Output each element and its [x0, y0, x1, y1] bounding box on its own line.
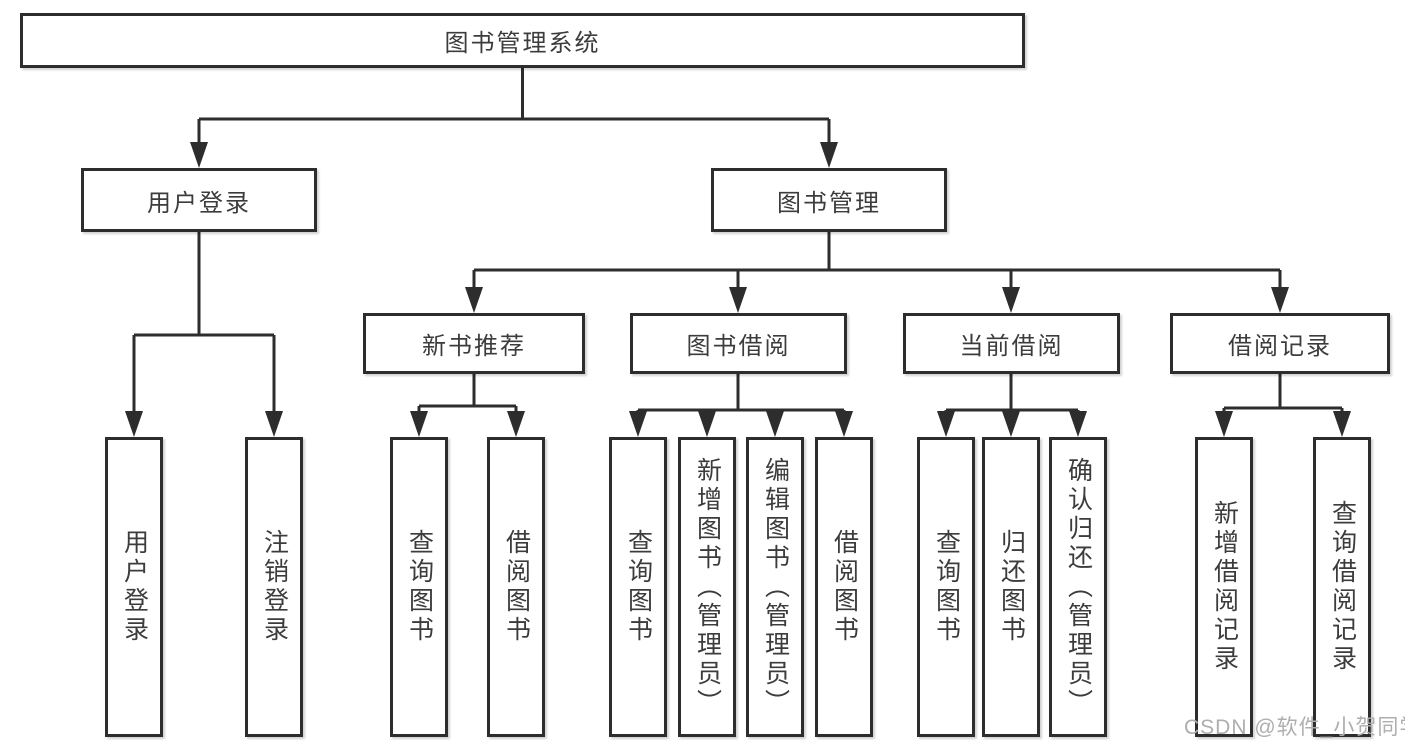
leaf-label: 新增图书（管理员）	[693, 456, 722, 718]
leaf-label: 用户登录	[120, 529, 149, 645]
node-current-borrowing: 当前借阅	[903, 313, 1120, 374]
node-library-management-system: 图书管理系统	[20, 13, 1025, 68]
leaf-label: 新增借阅记录	[1210, 500, 1239, 674]
node-confirm-return-admin: 确认归还（管理员）	[1049, 437, 1107, 737]
leaf-label: 确认归还（管理员）	[1064, 456, 1093, 718]
node-add-books-admin: 新增图书（管理员）	[678, 437, 736, 737]
leaf-label: 查询借阅记录	[1328, 500, 1357, 674]
node-user-login: 用户登录	[81, 168, 317, 232]
leaf-label: 查询图书	[405, 529, 434, 645]
watermark: CSDN @软件_小贺同学	[1184, 716, 1405, 739]
node-edit-books-admin: 编辑图书（管理员）	[746, 437, 804, 737]
node-add-borrow-record: 新增借阅记录	[1195, 437, 1253, 737]
leaf-label: 编辑图书（管理员）	[761, 456, 790, 718]
arrowheads	[125, 142, 1351, 437]
node-query-books-borrowing: 查询图书	[609, 437, 667, 737]
node-query-books-current: 查询图书	[917, 437, 975, 737]
node-book-management: 图书管理	[711, 168, 947, 232]
node-user-login-action: 用户登录	[105, 437, 163, 737]
leaf-label: 归还图书	[997, 529, 1026, 645]
leaf-label: 借阅图书	[830, 529, 859, 645]
node-borrow-books: 借阅图书	[815, 437, 873, 737]
node-borrowing-records: 借阅记录	[1170, 313, 1390, 374]
node-query-books-recommend: 查询图书	[390, 437, 448, 737]
node-return-books: 归还图书	[982, 437, 1040, 737]
node-new-book-recommendation: 新书推荐	[363, 313, 585, 374]
node-query-borrow-record: 查询借阅记录	[1313, 437, 1371, 737]
node-borrow-books-recommend: 借阅图书	[487, 437, 545, 737]
leaf-label: 查询图书	[624, 529, 653, 645]
leaf-label: 注销登录	[260, 529, 289, 645]
node-logout: 注销登录	[245, 437, 303, 737]
leaf-label: 查询图书	[932, 529, 961, 645]
leaf-label: 借阅图书	[502, 529, 531, 645]
node-book-borrowing: 图书借阅	[630, 313, 847, 374]
